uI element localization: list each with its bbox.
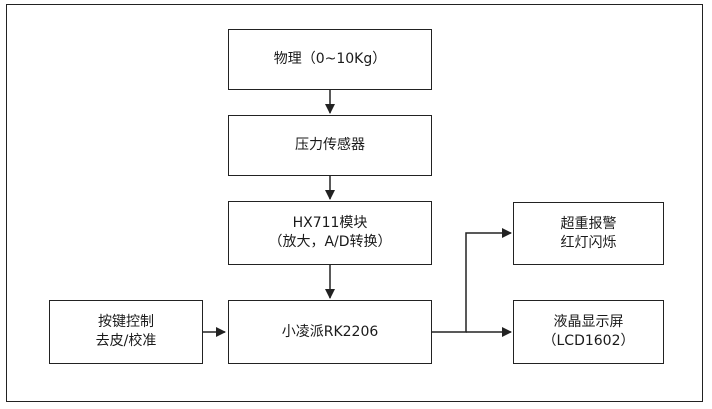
node-alarm-line-1: 超重报警: [560, 215, 617, 232]
node-mcu: 小凌派RK2206: [228, 300, 432, 364]
node-sensor: 压力传感器: [228, 115, 432, 176]
node-keys-line-2: 去皮/校准: [95, 333, 157, 349]
node-physical: 物理（0~10Kg）: [228, 29, 432, 90]
node-lcd-line-1: 液晶显示屏: [553, 314, 624, 330]
node-physical-line-1: 物理（0~10Kg）: [273, 51, 387, 67]
node-keys-line-1: 按键控制: [98, 314, 154, 330]
node-keys: 按键控制 去皮/校准: [49, 300, 203, 364]
node-hx711-line-2: （放大，A/D转换）: [268, 234, 392, 250]
diagram-frame: [6, 4, 703, 402]
node-mcu-line-1: 小凌派RK2206: [281, 323, 379, 340]
node-alarm: 超重报警 红灯闪烁: [513, 202, 664, 265]
node-sensor-line-1: 压力传感器: [295, 137, 365, 153]
node-alarm-line-2: 红灯闪烁: [560, 234, 617, 251]
node-lcd: 液晶显示屏 （LCD1602）: [513, 300, 664, 364]
node-lcd-line-2: （LCD1602）: [542, 333, 635, 349]
node-hx711-line-1: HX711模块: [292, 215, 368, 231]
node-hx711: HX711模块 （放大，A/D转换）: [228, 201, 432, 265]
